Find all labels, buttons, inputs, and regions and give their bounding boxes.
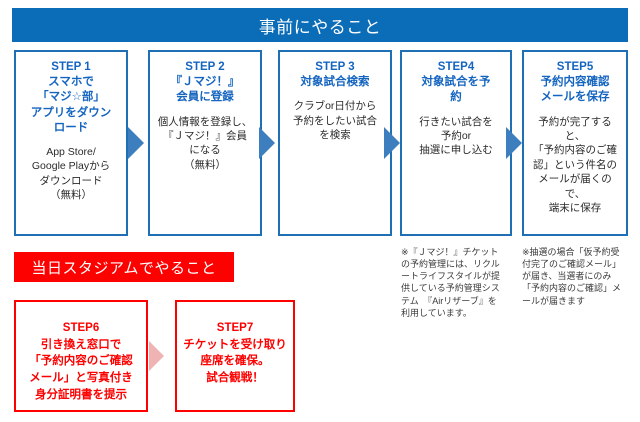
step-2-body: 個人情報を登録し、 『Ｊマジ！』会員 になる （無料） <box>157 115 253 171</box>
step-box-6: STEP6 引き換え窓口で 「予約内容のご確認 メール」と写真付き 身分証明書を… <box>14 300 148 412</box>
step-4-title: STEP4 対象試合を予 約 <box>421 61 491 104</box>
step-3-title: STEP 3 対象試合検索 <box>300 61 370 89</box>
pre-event-banner: 事前にやること <box>12 8 628 42</box>
step-5-body: 予約が完了すると、 「予約内容のご確 認」という件名の メールが届くので、 端末… <box>533 115 617 215</box>
step-7-title: STEP7 チケットを受け取り 座席を確保。 試合観戦！ <box>183 322 287 385</box>
footnote-step-5: ※抽選の場合「仮予約受付完了のご確認メール」が届き、当選者にのみ「予約内容のご確… <box>522 247 622 306</box>
step-6-title: STEP6 引き換え窓口で 「予約内容のご確認 メール」と写真付き 身分証明書を… <box>29 322 133 401</box>
step-3-body: クラブor日付から 予約をしたい試合 を検索 <box>293 100 377 142</box>
step-1-title: STEP 1 スマホで 「マジ☆部」 アプリをダウン ロード <box>30 61 112 134</box>
step-1-body: App Store/ Google Playから ダウンロード （無料） <box>31 145 111 202</box>
step-box-1: STEP 1 スマホで 「マジ☆部」 アプリをダウン ロード App Store… <box>14 50 128 236</box>
arrow-right-icon-1 <box>128 127 144 159</box>
arrow-right-icon-2 <box>259 127 275 159</box>
day-of-banner: 当日スタジアムでやること <box>14 252 234 282</box>
footnote-step-4: ※『Ｊマジ！』チケットの予約管理には、リクルートライフスタイルが提供している予約… <box>401 247 501 318</box>
step-box-2: STEP 2 『Ｊマジ！』 会員に登録 個人情報を登録し、 『Ｊマジ！』会員 に… <box>148 50 262 236</box>
step-2-title: STEP 2 『Ｊマジ！』 会員に登録 <box>170 61 240 104</box>
step-5-title: STEP5 予約内容確認 メールを保存 <box>540 61 610 104</box>
arrow-right-icon-3 <box>384 127 400 159</box>
step-box-5: STEP5 予約内容確認 メールを保存 予約が完了すると、 「予約内容のご確 認… <box>522 50 628 236</box>
step-box-7: STEP7 チケットを受け取り 座席を確保。 試合観戦！ <box>175 300 295 412</box>
step-box-3: STEP 3 対象試合検索 クラブor日付から 予約をしたい試合 を検索 <box>278 50 392 236</box>
arrow-right-icon-5 <box>149 341 164 371</box>
step-4-body: 行きたい試合を 予約or 抽選に申し込む <box>419 115 493 157</box>
arrow-right-icon-4 <box>506 127 522 159</box>
step-box-4: STEP4 対象試合を予 約 行きたい試合を 予約or 抽選に申し込む <box>400 50 512 236</box>
